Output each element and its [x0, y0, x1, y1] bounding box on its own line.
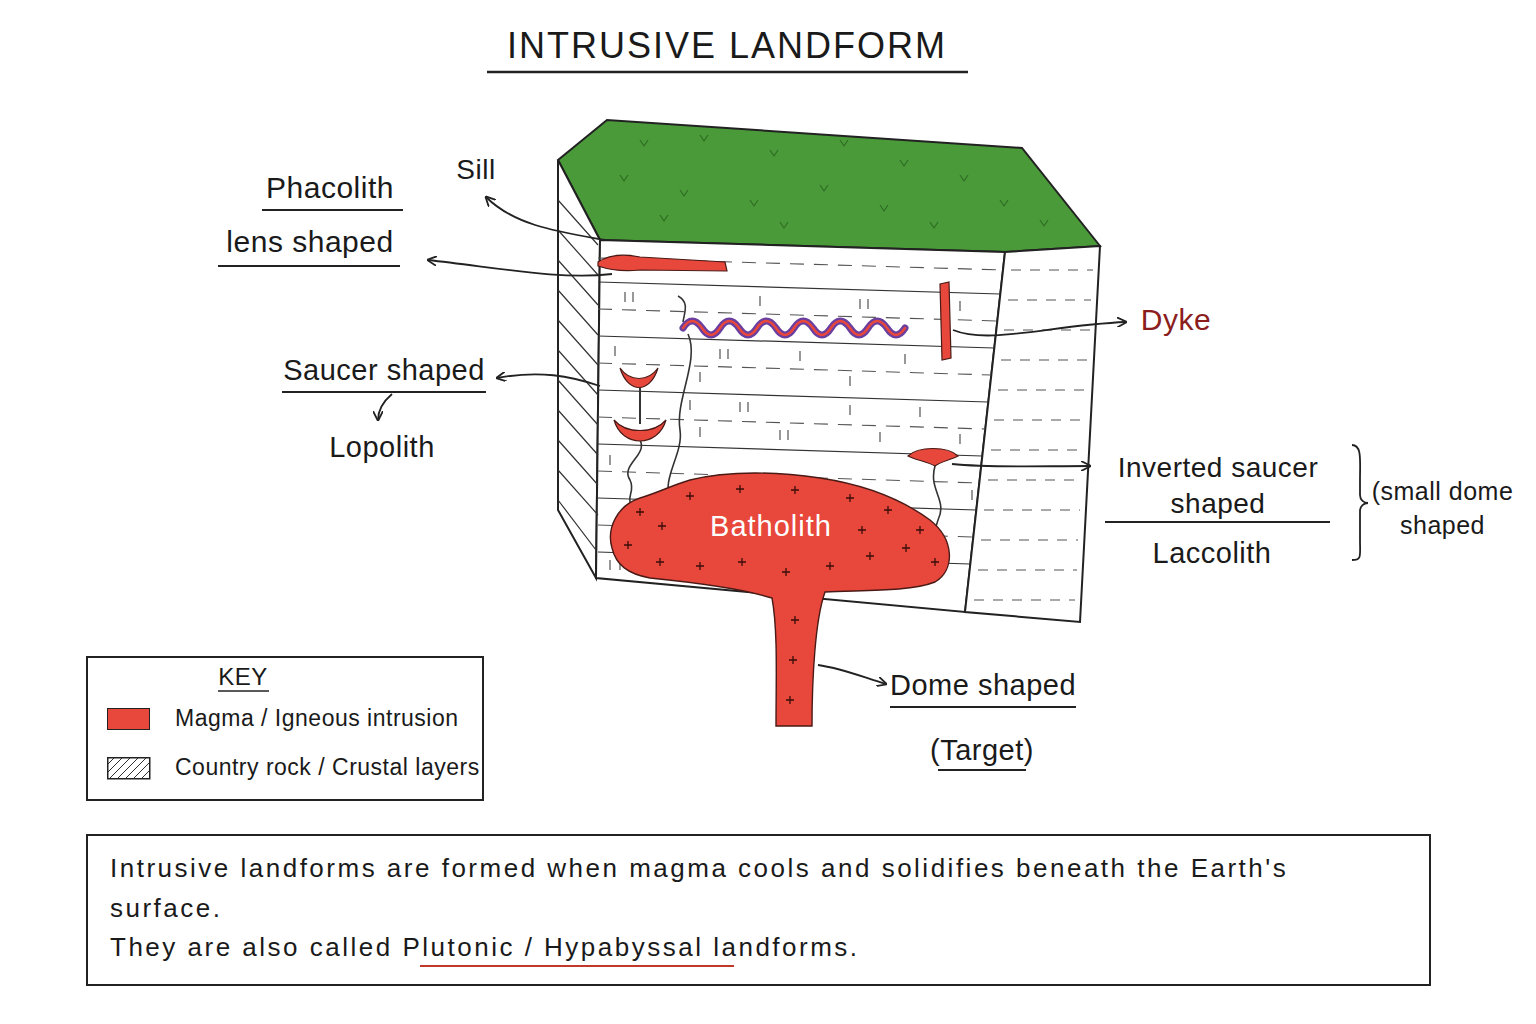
laccolith-shape [908, 449, 958, 467]
feature-label: Dyke [1141, 302, 1211, 338]
legend-text: Country rock / Crustal layers [175, 754, 480, 782]
side-strata [558, 200, 598, 550]
legend-text: Magma / Igneous intrusion [175, 705, 459, 733]
leader-arrow [952, 464, 1090, 467]
ground-surface [558, 120, 1100, 252]
title-underline [487, 71, 968, 74]
feeder-channel [678, 296, 685, 322]
leader-arrow [428, 260, 612, 276]
folded-intrusion-outline [683, 321, 905, 335]
shape-label: lens shaped [226, 224, 393, 260]
lopolith-shape [614, 420, 666, 441]
batholith-body: Batholith [605, 468, 955, 730]
shape-label: Saucer shaped [283, 353, 485, 388]
batholith-outline [610, 473, 949, 726]
folded-intrusion [683, 321, 905, 335]
dyke-shape [940, 282, 951, 360]
caption-note: They are also called Plutonic / Hypabyss… [110, 927, 860, 967]
shape-label: Inverted saucer shaped [1098, 450, 1338, 522]
label-underline [262, 209, 403, 211]
shape-label: Dome shaped [890, 668, 1076, 703]
sill-phacolith-shape [598, 255, 727, 271]
leader-arrow [818, 665, 886, 684]
feeder-channel [668, 334, 691, 488]
leader-arrow [486, 197, 605, 240]
feature-label: Phacolith [266, 170, 394, 206]
label-underline [218, 265, 400, 267]
granite-texture [624, 485, 939, 704]
node-label: Batholith [710, 510, 832, 543]
term-underline [420, 965, 734, 967]
leader-arrow [953, 322, 1126, 336]
right-face-strata [974, 270, 1093, 600]
node-outline [605, 468, 955, 730]
feature-label: Sill [456, 153, 495, 187]
feature-label: Lopolith [329, 430, 435, 465]
lopolith-shape [620, 368, 658, 388]
curly-bracket [1352, 445, 1368, 560]
feeder-channel [639, 388, 641, 424]
label-underline [282, 391, 486, 393]
leader-arrow [378, 394, 392, 420]
legend-swatch [107, 757, 151, 780]
feature-label: Laccolith [1153, 536, 1272, 571]
grass-marks [620, 135, 1048, 228]
leader-arrow [497, 374, 600, 386]
label-underline [1105, 521, 1330, 523]
label-underline [890, 706, 1076, 708]
diagram-title: INTRUSIVE LANDFORM [507, 24, 947, 67]
legend-frame [87, 657, 483, 800]
left-face [558, 160, 600, 578]
shape-note: (Target) [930, 733, 1034, 768]
hatch-sample [108, 758, 150, 779]
shape-note: (small dome shaped [1360, 474, 1525, 542]
diagram-caption: Intrusive landforms are formed when magm… [110, 848, 1380, 928]
feeder-channel [628, 440, 642, 502]
right-face [965, 246, 1100, 622]
legend-swatch [107, 708, 150, 730]
legend-heading: KEY [218, 663, 268, 692]
batholith-group [610, 473, 949, 726]
caption-frame [87, 835, 1430, 985]
label-underline [938, 769, 1026, 771]
label-underline [218, 690, 269, 692]
